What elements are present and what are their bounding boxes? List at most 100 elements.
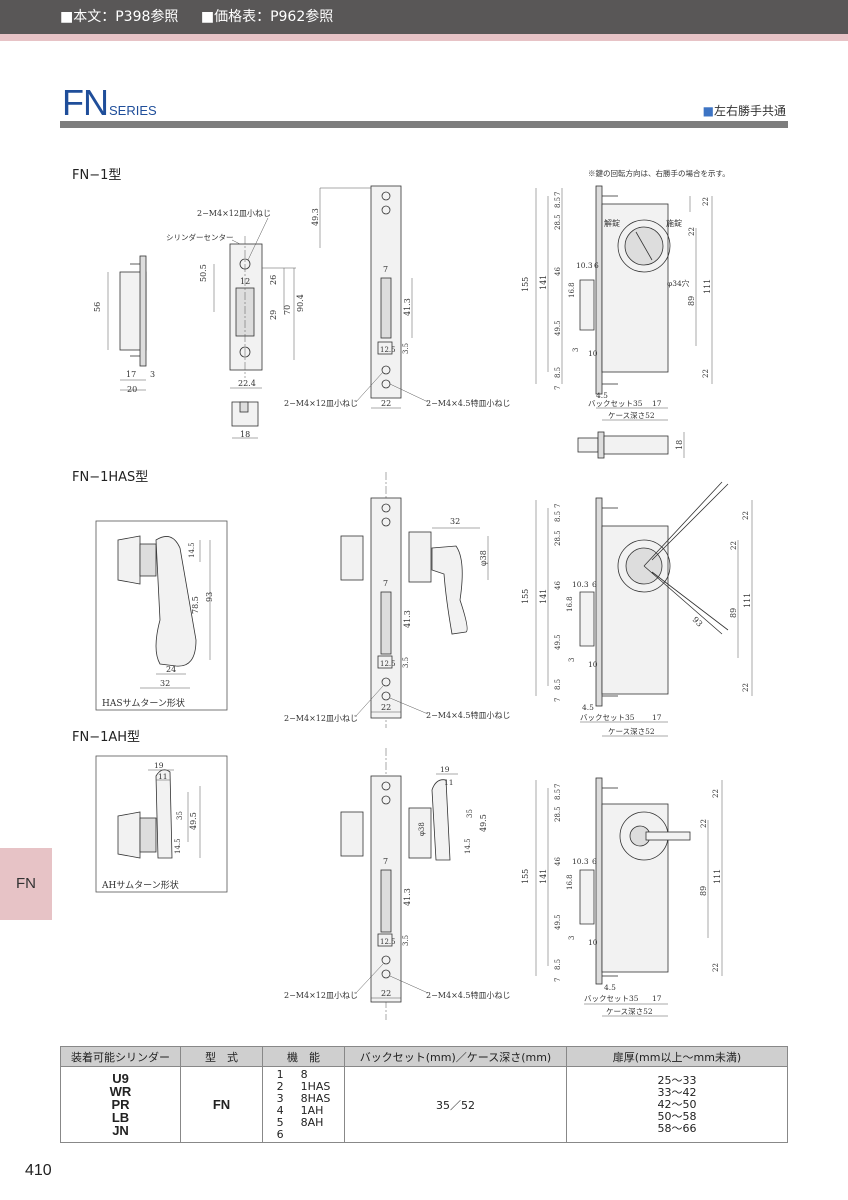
header-function: 機 能 <box>262 1046 345 1067</box>
dim-16-8: 16.8 <box>568 282 576 298</box>
note-case-depth: ケース深さ52 <box>608 411 655 420</box>
dim-8-5-bottom: 8.5 <box>554 367 562 378</box>
has-dim-3-5: 3.5 <box>402 657 410 668</box>
ah-dim-4-5: 4.5 <box>604 983 616 992</box>
has-dim-6: 6 <box>592 580 597 589</box>
has-shape-caption: HASサムターン形状 <box>102 697 185 709</box>
ah-dim-141: 141 <box>539 869 548 884</box>
fn1-side-view: 56 17 3 20 <box>93 255 155 394</box>
has-dim-3: 3 <box>568 658 576 662</box>
dim-7-top: 7 <box>554 192 562 196</box>
dim-50-5: 50.5 <box>199 264 208 282</box>
common-note: ■左右勝手共通 <box>703 102 786 119</box>
ahf-dim-14-5: 14.5 <box>464 838 472 854</box>
has-dim-22-a: 22 <box>742 511 750 520</box>
model-cell: FN <box>180 1066 263 1143</box>
technical-drawings: 56 17 3 20 50.5 12 26 29 70 90.4 22.4 2−… <box>93 168 753 1020</box>
dim-49-5: 49.5 <box>554 320 562 336</box>
has-phi38: φ38 <box>479 550 488 566</box>
door-thickness-range: 25〜33 <box>657 1073 697 1087</box>
dim-17-case: 17 <box>652 399 662 408</box>
ahf-dim-19: 19 <box>440 765 450 774</box>
backset-case-cell: 35／52 <box>344 1066 567 1143</box>
dim-3: 3 <box>150 370 155 379</box>
fn1ah-thumbturn-box: 19 11 35 49.5 14.5 AHサムターン形状 <box>95 755 228 893</box>
ah-dim-6: 6 <box>592 857 597 866</box>
section-label-fn1: FN−1型 <box>72 168 122 183</box>
fn1-case-view: ※鍵の回転方向は、右勝手の場合を示す。 解錠 施錠 φ34穴 155 141 7… <box>521 168 730 459</box>
page-number: 410 <box>25 1162 52 1179</box>
dim-155: 155 <box>521 277 530 292</box>
cylinder-lb: LB <box>111 1110 130 1125</box>
ah-dim-7-bottom: 7 <box>554 978 562 982</box>
has-dim-89: 89 <box>729 608 738 618</box>
ahf-dim-35: 35 <box>466 809 474 818</box>
dim-89: 89 <box>687 296 696 306</box>
door-thickness-range: 42〜50 <box>657 1097 697 1111</box>
spec-table-header-row: 装着可能シリンダー 型 式 機 能 バックセット(mm)／ケース深さ(mm) 扉… <box>60 1046 788 1067</box>
cylinder-u9: U9 <box>112 1071 129 1086</box>
ahf-dim-49-5: 49.5 <box>479 814 488 832</box>
ah-dim-19: 19 <box>154 761 164 770</box>
ah-dim-16-8: 16.8 <box>566 874 574 890</box>
door-thickness-cell: 25〜33 33〜42 42〜50 50〜58 58〜66 <box>566 1066 788 1143</box>
door-thickness-range: 50〜58 <box>657 1109 697 1123</box>
cylinder-pr: PR <box>111 1097 130 1112</box>
dim-90-4: 90.4 <box>296 294 305 312</box>
title-rule <box>60 121 788 128</box>
ah-dim-8-5-bottom: 8.5 <box>554 959 562 970</box>
ahf-dim-12-5: 12.5 <box>380 938 396 946</box>
ah-dim-35: 35 <box>176 811 184 820</box>
series-name: FN <box>62 82 109 123</box>
note-cylinder-center: シリンダーセンター <box>166 232 234 242</box>
dim-6: 6 <box>594 261 599 270</box>
body-reference: ■本文：P398参照 <box>60 9 179 25</box>
header-cylinder: 装着可能シリンダー <box>60 1046 181 1067</box>
fn1-faceplate-view: 49.3 7 41.3 12.5 3.5 22 2−M4×12皿小ねじ 2−M4… <box>284 185 511 409</box>
has-dim-78-5: 78.5 <box>191 596 200 614</box>
label-lock: 施錠 <box>666 218 682 228</box>
has-dim-7-bottom: 7 <box>554 698 562 702</box>
has-dim-155: 155 <box>521 589 530 604</box>
cylinder-jn: JN <box>112 1123 129 1138</box>
series-suffix: SERIES <box>109 103 157 118</box>
note-screw-m4x12-top: 2−M4×12皿小ねじ <box>197 209 271 218</box>
dim-46: 46 <box>554 267 562 276</box>
dim-7-bottom: 7 <box>554 386 562 390</box>
dim-26: 26 <box>269 275 278 285</box>
ah-dim-7-top: 7 <box>554 784 562 788</box>
has-dim-41-3: 41.3 <box>403 610 412 628</box>
dim-18: 18 <box>240 430 250 439</box>
label-unlock: 解錠 <box>604 218 620 228</box>
fn1has-case-view: 93 155 141 7 8.5 28.5 46 49.5 8.5 7 10.3… <box>521 481 753 737</box>
note-screw-m4x12-bottom: 2−M4×12皿小ねじ <box>284 399 358 408</box>
ah-dim-11: 11 <box>158 772 168 781</box>
has-dim-93: 93 <box>205 592 214 602</box>
has-dim-7: 7 <box>383 579 388 588</box>
ah-dim-8-5-top: 8.5 <box>554 789 562 800</box>
spec-table: 装着可能シリンダー 型 式 機 能 バックセット(mm)／ケース深さ(mm) 扉… <box>60 1046 788 1143</box>
ahf-dim-7: 7 <box>383 857 388 866</box>
dim-3-small: 3 <box>572 348 580 352</box>
dim-111: 111 <box>703 279 712 294</box>
dim-22: 22 <box>381 399 391 408</box>
dim-141: 141 <box>539 275 548 290</box>
common-note-text: 左右勝手共通 <box>713 104 786 118</box>
dim-7: 7 <box>383 265 388 274</box>
dim-28-5: 28.5 <box>554 214 562 230</box>
series-title: FNSERIES <box>62 82 157 124</box>
ah-dim-49-5: 49.5 <box>189 812 198 830</box>
ah-dim-14-5: 14.5 <box>174 838 182 854</box>
ahf-dim-11: 11 <box>444 778 454 787</box>
fn1ah-faceplate-view: 19 11 35 49.5 14.5 φ38 7 41.3 12.5 3.5 2… <box>284 748 511 1020</box>
ah-dim-3: 3 <box>568 936 576 940</box>
dim-22-a: 22 <box>702 197 710 206</box>
ah-dim-17: 17 <box>652 994 662 1003</box>
ahf-dim-41-3: 41.3 <box>403 888 412 906</box>
